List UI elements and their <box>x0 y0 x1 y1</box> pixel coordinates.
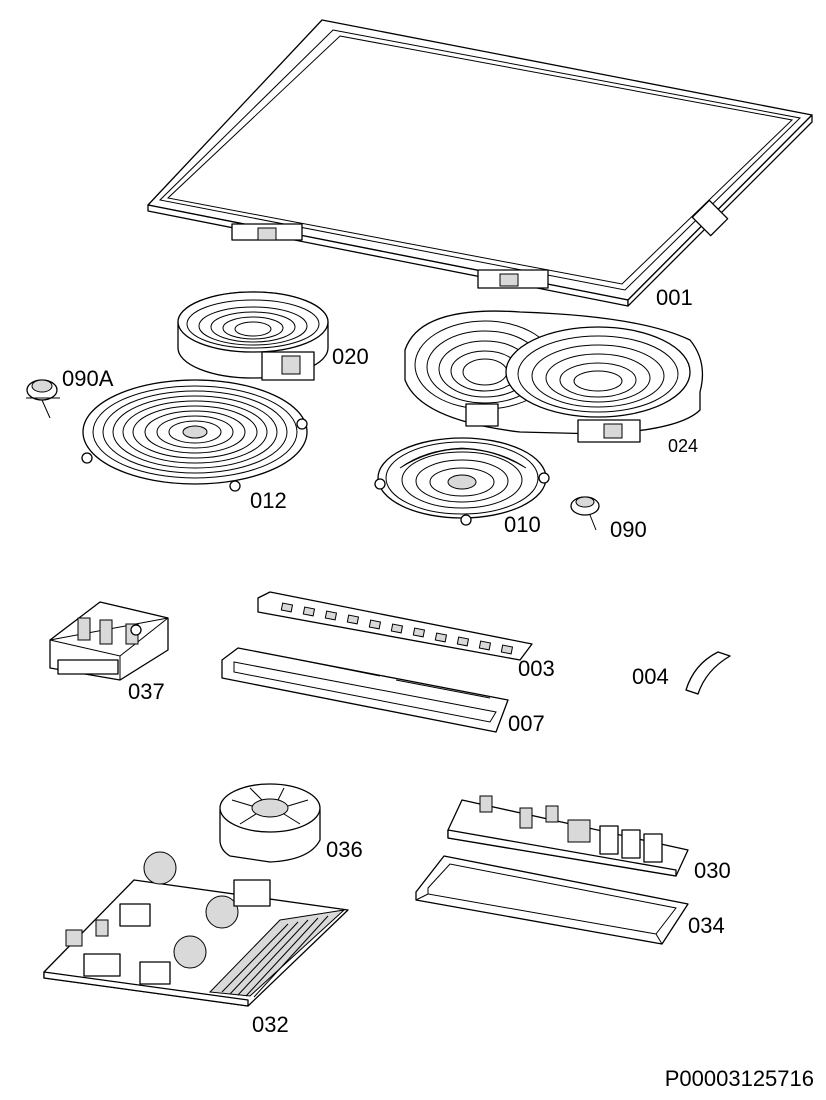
part-032-main-board[interactable] <box>43 851 349 1007</box>
part-012-large-heater[interactable] <box>81 379 308 492</box>
part-007-board-frame[interactable] <box>221 647 509 733</box>
label-020: 020 <box>332 344 369 369</box>
label-034: 034 <box>688 913 725 938</box>
label-090A: 090A <box>62 366 114 391</box>
label-032: 032 <box>252 1012 289 1037</box>
label-036: 036 <box>326 837 363 862</box>
part-003-control-board[interactable] <box>257 591 533 661</box>
label-010: 010 <box>504 512 541 537</box>
part-004-ribbon-cable[interactable] <box>685 651 731 695</box>
part-024-dual-heater[interactable] <box>404 310 704 443</box>
part-030-power-board[interactable] <box>447 795 689 877</box>
part-034-power-board-tray[interactable] <box>415 855 689 945</box>
label-037: 037 <box>128 679 165 704</box>
label-004: 004 <box>632 664 669 689</box>
label-090: 090 <box>610 517 647 542</box>
label-012: 012 <box>250 488 287 513</box>
label-007: 007 <box>508 711 545 736</box>
part-090-sensor[interactable] <box>570 496 600 531</box>
document-id: P00003125716 <box>664 1066 814 1091</box>
part-001-glass-top[interactable] <box>147 19 813 307</box>
label-024: 024 <box>668 436 699 456</box>
part-036-cooling-fan[interactable] <box>219 783 321 863</box>
label-003: 003 <box>518 656 555 681</box>
part-090A-sensor[interactable] <box>26 379 60 419</box>
part-020-small-heater[interactable] <box>177 291 329 381</box>
part-010-radiant-heater[interactable] <box>374 437 550 526</box>
label-030: 030 <box>694 858 731 883</box>
label-001: 001 <box>656 285 693 310</box>
part-037-relay-block[interactable] <box>49 601 169 681</box>
